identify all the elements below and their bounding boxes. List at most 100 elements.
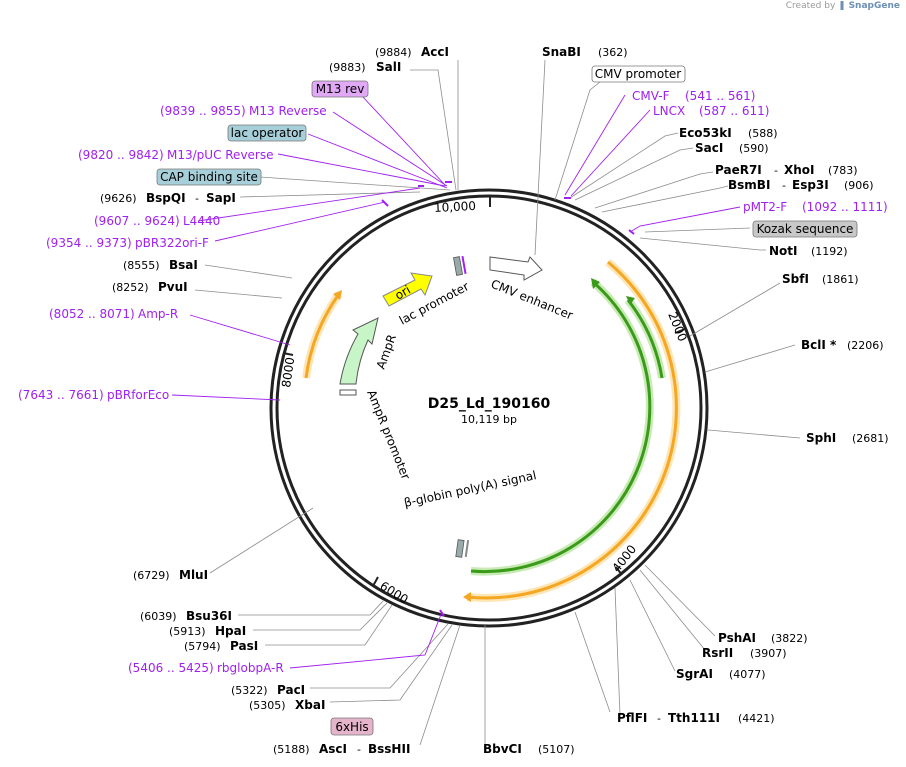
tick-label-8000: 8000 [279,356,297,388]
orange-orf-outer-arrowhead [463,592,471,602]
primer-pmt2-f: pMT2-F [743,200,787,214]
green-orf-long-arrowhead [591,278,600,289]
enzyme-hpai: HpaI [215,624,246,638]
primer-range-pbrforeco: (7643 .. 7661) [18,388,104,402]
primer-range-amp-r: (8052 .. 8071) [49,307,135,321]
watermark-brand: SnapGene [848,1,900,11]
bglobin-tick [464,539,470,558]
cap-binding-site-box [156,168,262,186]
enzyme-pos-pshai: (3822) [771,632,808,645]
green-orf-long [470,280,652,574]
primer-m13-reverse: M13 Reverse [249,104,327,118]
m13-rev-box [311,80,369,98]
lac-operator-box [227,124,307,142]
enzyme-saci: SacI [695,141,723,155]
enzyme-sep-bsmbi: - [782,179,786,192]
enzyme-sali: SalI [376,60,401,74]
primer-range-lncx: (587 .. 611) [699,104,769,118]
primer-range-m13-reverse: (9839 .. 9855) [160,104,246,118]
primer-amp-r: Amp-R [138,307,178,321]
enzyme-noti: NotI [769,244,798,258]
enzyme-xhoi: XhoI [784,163,815,177]
tick-label-10000: 10,000 [434,199,477,215]
enzyme-pos-xbai: (5305) [249,699,286,712]
enzyme-pos-xhoi: (783) [828,164,858,177]
snapgene-watermark: Created by ❚ SnapGene [786,1,900,11]
enzyme-acci: AccI [421,45,449,59]
orange-orf-left-arrowhead [333,290,342,300]
primer-m13-puc-reverse: M13/pUC Reverse [167,148,274,162]
enzyme-mlui: MluI [179,568,208,582]
cap-binding-site-label: CAP binding site [160,170,258,184]
enzyme-pos-bsu36i: (6039) [140,610,177,623]
enzyme-pos-esp3i: (906) [844,179,874,192]
bglobin-label: β-globin poly(A) signal [403,468,538,510]
m13-rev-label: M13 rev [316,82,365,96]
boxed-feature-labels: CMV promoter M13 rev lac operator CAP bi… [156,65,858,736]
enzyme-bcli: BclI * [801,338,837,352]
enzyme-pos-snabi: (362) [598,46,628,59]
enzyme-sgrai: SgrAI [676,667,713,681]
lac-feature-tick [461,255,467,275]
plasmid-name: D25_Ld_190160 [428,396,551,412]
backbone-inner-ring [275,194,703,622]
tick-mark-2000 [674,328,686,334]
enzyme-rsrii: RsrII [702,646,733,660]
primer-rbglobpa-r: rbglobpA-R [217,661,284,675]
primer-range-pmt2-f: (1092 .. 1111) [802,200,888,214]
enzyme-sep-pflfi: - [657,712,661,725]
enzyme-sapi: SapI [206,191,236,205]
primer-leader-lines [171,94,741,669]
cmv-enhancer-label: CMV enhancer [489,277,575,323]
primer-l4440: L4440 [183,214,220,228]
primer-range-rbglobpa-r: (5406 .. 5425) [128,661,214,675]
primer-ticks [381,181,635,617]
lac-feature-block [453,256,463,276]
primer-labels: (9839 .. 9855) M13 Reverse (9820 .. 9842… [18,89,888,675]
green-orf-short [626,299,664,379]
plasmid-size: 10,119 bp [461,413,517,426]
orange-orf-outer [466,260,678,600]
enzyme-bsai: BsaI [169,258,198,272]
ampr-arrow [339,317,379,385]
ampr-promoter-arrow [339,389,357,396]
enzyme-pos-noti: (1192) [811,245,848,258]
enzyme-xbai: XbaI [295,698,325,712]
tick-label-6000: 6000 [377,579,410,607]
enzyme-pos-mlui: (6729) [133,569,170,582]
enzyme-bsmbi: BsmBI [728,178,770,192]
watermark-prefix: Created by [785,1,836,11]
enzyme-pos-paci: (5322) [231,684,268,697]
enzyme-bbvci: BbvCI [483,742,522,756]
orange-orf-left [304,293,341,379]
enzyme-pos-sali: (9883) [329,61,366,74]
snapgene-logo-icon: ❚ [838,1,846,11]
primer-pbrforeco: pBRforEco [107,388,169,402]
ori-arrow [382,272,433,307]
enzyme-snabi: SnaBI [542,45,581,59]
enzyme-sbfi: SbfI [782,272,809,286]
enzyme-pos-sgrai: (4077) [729,668,766,681]
cmv-promoter-box [591,65,686,83]
his-tag-label: 6xHis [335,720,368,734]
cmv-promoter-label: CMV promoter [595,67,682,81]
enzyme-pos-bbvci: (5107) [538,743,575,756]
enzyme-pos-saci: (590) [739,142,769,155]
enzyme-pos-sphi: (2681) [852,432,889,445]
enzyme-pflfi: PflFI [617,711,647,725]
primer-cmv-f: CMV-F [632,89,670,103]
enzyme-pos-hpai: (5913) [169,625,206,638]
enzyme-sphi: SphI [806,431,836,445]
enzyme-pos-tth111i: (4421) [738,712,775,725]
enzyme-pos-bspqi: (9626) [100,192,137,205]
orange-orf-left-halo [302,291,343,379]
ampr-promoter-label: AmpR promoter [364,388,413,482]
kozak-label: Kozak sequence [757,222,854,236]
primer-range-l4440: (9607 .. 9624) [94,214,180,228]
enzyme-pos-bsai: (8555) [123,259,160,272]
tick-mark-8000 [282,352,294,356]
enzyme-bspqi: BspQI [146,191,186,205]
cmv-enhancer-arrow [489,256,543,281]
enzyme-bsshii: BssHII [368,742,410,756]
enzyme-pos-bcli: (2206) [847,339,884,352]
